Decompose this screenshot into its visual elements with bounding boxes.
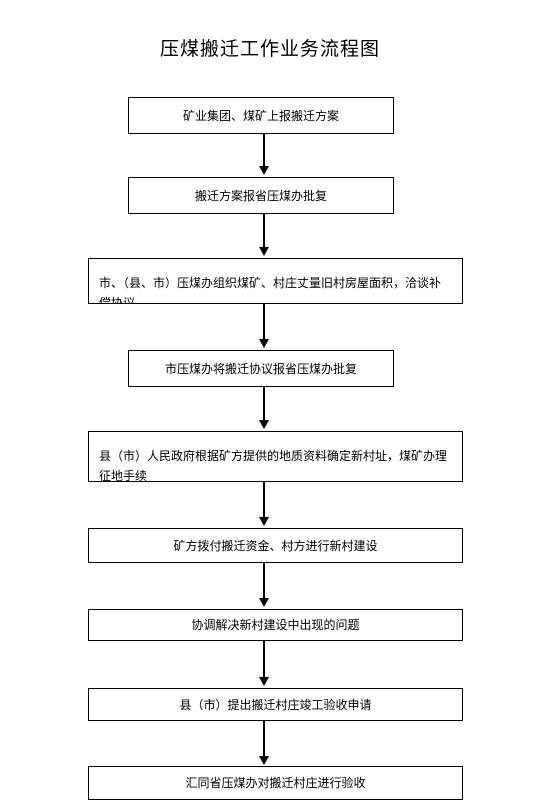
flow-step-2-label: 搬迁方案报省压煤办批复 bbox=[194, 188, 327, 203]
flow-step-9: 汇同省压煤办对搬迁村庄进行验收 bbox=[88, 766, 463, 800]
flow-step-8: 县（市）提出搬迁村庄竣工验收申请 bbox=[88, 688, 463, 721]
arrowhead-4 bbox=[259, 420, 269, 429]
arrowhead-8 bbox=[259, 756, 269, 765]
flow-step-3-label: 市、（县、市）压煤办组织煤矿、村庄丈量旧村房屋面积，洽谈补偿协议 bbox=[99, 276, 442, 304]
flow-step-6-label: 矿方拨付搬迁资金、村方进行新村建设 bbox=[173, 538, 378, 553]
flow-step-6: 矿方拨付搬迁资金、村方进行新村建设 bbox=[88, 528, 463, 563]
connector-1 bbox=[263, 134, 265, 166]
arrowhead-6 bbox=[259, 598, 269, 607]
connector-4 bbox=[263, 387, 265, 420]
flow-step-4-label: 市压煤办将搬迁协议报省压煤办批复 bbox=[164, 361, 357, 376]
connector-6 bbox=[263, 563, 265, 598]
connector-5 bbox=[263, 482, 265, 517]
connector-8 bbox=[263, 721, 265, 756]
flow-step-1-label: 矿业集团、煤矿上报搬迁方案 bbox=[182, 108, 339, 123]
connector-7 bbox=[263, 641, 265, 677]
flow-step-7-label: 协调解决新村建设中出现的问题 bbox=[191, 618, 360, 632]
flow-step-7: 协调解决新村建设中出现的问题 bbox=[88, 609, 463, 641]
connector-3 bbox=[263, 304, 265, 339]
flow-step-5: 县（市）人民政府根据矿方提供的地质资料确定新村址，煤矿办理征地手续 bbox=[88, 431, 463, 482]
flow-step-4: 市压煤办将搬迁协议报省压煤办批复 bbox=[128, 350, 394, 387]
arrowhead-7 bbox=[259, 677, 269, 686]
page-title: 压煤搬迁工作业务流程图 bbox=[159, 38, 380, 60]
arrowhead-3 bbox=[259, 339, 269, 348]
connector-2 bbox=[263, 214, 265, 247]
flow-step-9-label: 汇同省压煤办对搬迁村庄进行验收 bbox=[185, 776, 366, 790]
flow-step-2: 搬迁方案报省压煤办批复 bbox=[128, 177, 394, 214]
flow-step-8-label: 县（市）提出搬迁村庄竣工验收申请 bbox=[179, 697, 372, 712]
arrowhead-2 bbox=[259, 247, 269, 256]
flow-step-5-label: 县（市）人民政府根据矿方提供的地质资料确定新村址，煤矿办理征地手续 bbox=[99, 449, 448, 482]
arrowhead-5 bbox=[259, 517, 269, 526]
flow-step-3: 市、（县、市）压煤办组织煤矿、村庄丈量旧村房屋面积，洽谈补偿协议 bbox=[88, 258, 463, 304]
flow-step-1: 矿业集团、煤矿上报搬迁方案 bbox=[128, 97, 394, 134]
arrowhead-1 bbox=[259, 166, 269, 175]
